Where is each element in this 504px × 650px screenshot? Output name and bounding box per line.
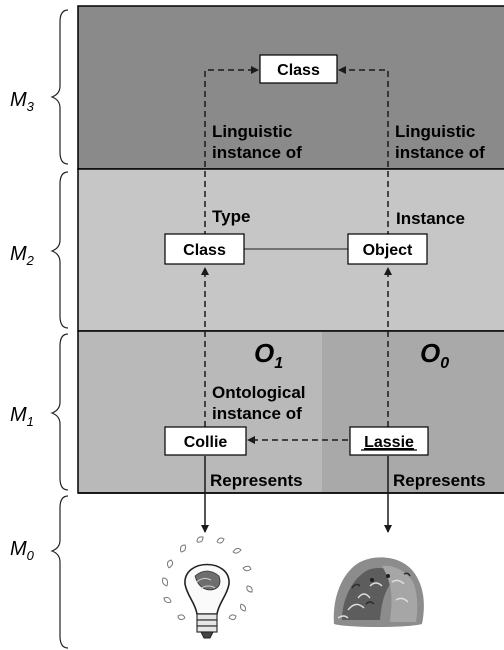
represents-label-right: Represents — [393, 471, 486, 490]
m2-label: M2 — [10, 243, 35, 268]
type-label: Type — [212, 207, 250, 226]
collie-box-label: Collie — [184, 434, 228, 451]
linguistic-arrow-right — [338, 66, 389, 237]
m0-brace — [50, 495, 69, 649]
o0-label: O0 — [420, 338, 449, 372]
class-box-m2-label: Class — [183, 242, 226, 259]
m2-brace — [50, 171, 69, 329]
instance-label: Instance — [396, 209, 465, 228]
m3-brace — [50, 9, 69, 165]
m3-band — [77, 5, 504, 170]
lightbulb-icon — [162, 536, 253, 639]
m1-brace — [50, 333, 69, 491]
m1-band-right-region — [322, 332, 504, 492]
object-box-label: Object — [363, 242, 413, 259]
m0-label: M0 — [10, 538, 35, 563]
m3-label: M3 — [10, 89, 35, 114]
linguistic-label-right: Linguistic instance of — [395, 122, 485, 162]
collie-box: Collie — [164, 426, 247, 456]
m1-label: M1 — [10, 404, 34, 429]
lassie-box: Lassie — [349, 426, 429, 456]
object-box: Object — [347, 233, 428, 265]
dog-photo — [333, 557, 424, 627]
o1-label: O1 — [254, 338, 283, 372]
linguistic-arrow-left — [204, 66, 259, 237]
ontological-label: Ontological instance of — [212, 383, 310, 423]
m2-band — [77, 168, 504, 332]
represents-label-left: Represents — [210, 471, 303, 490]
class-box-m2: Class — [164, 233, 245, 265]
linguistic-label-left: Linguistic instance of — [212, 122, 302, 162]
lassie-box-label: Lassie — [364, 434, 414, 451]
class-box-m3: Class — [259, 54, 338, 84]
class-box-m3-label: Class — [277, 62, 320, 79]
